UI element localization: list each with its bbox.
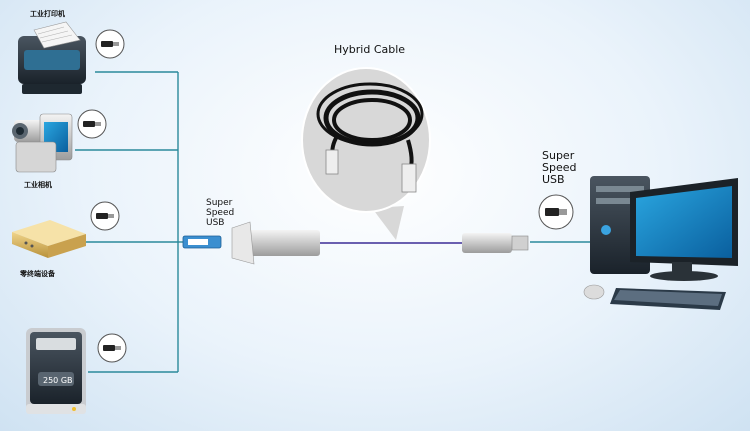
right-usb-label-line3: USB — [542, 173, 565, 186]
usb-port-left — [182, 235, 222, 249]
connection-lines — [75, 71, 592, 373]
terminal-label: 零终端设备 — [20, 270, 55, 278]
usb-badge-camera — [77, 109, 107, 139]
hard-drive-icon — [26, 328, 86, 414]
left-usb-label-line1: Super — [206, 198, 233, 208]
right-usb-label-line1: Super — [542, 149, 575, 162]
computer-icon — [583, 176, 738, 310]
left-usb-label-line2: Speed — [206, 208, 235, 218]
left-usb-label: Super Speed USB — [206, 198, 234, 228]
printer-icon — [18, 21, 86, 94]
usb-badge-terminal — [90, 201, 120, 231]
usb-badge-printer — [95, 29, 125, 59]
right-usb-label: Super Speed USB — [542, 150, 576, 186]
usb-badge-computer — [538, 194, 574, 230]
camera-icon — [12, 113, 73, 173]
camera-label: 工业相机 — [24, 181, 52, 189]
right-usb-label-line2: Speed — [542, 161, 577, 174]
usb-badge-hdd — [97, 333, 127, 363]
connector-left — [231, 221, 320, 265]
connector-right — [462, 233, 529, 253]
coiled-cable-icon — [316, 82, 424, 193]
left-usb-label-line3: USB — [206, 218, 225, 228]
cable-title: Hybrid Cable — [334, 43, 406, 56]
terminal-device-icon — [12, 220, 86, 258]
printer-label: 工业打印机 — [30, 10, 65, 18]
hdd-capacity-label: 250 GB — [43, 376, 73, 385]
